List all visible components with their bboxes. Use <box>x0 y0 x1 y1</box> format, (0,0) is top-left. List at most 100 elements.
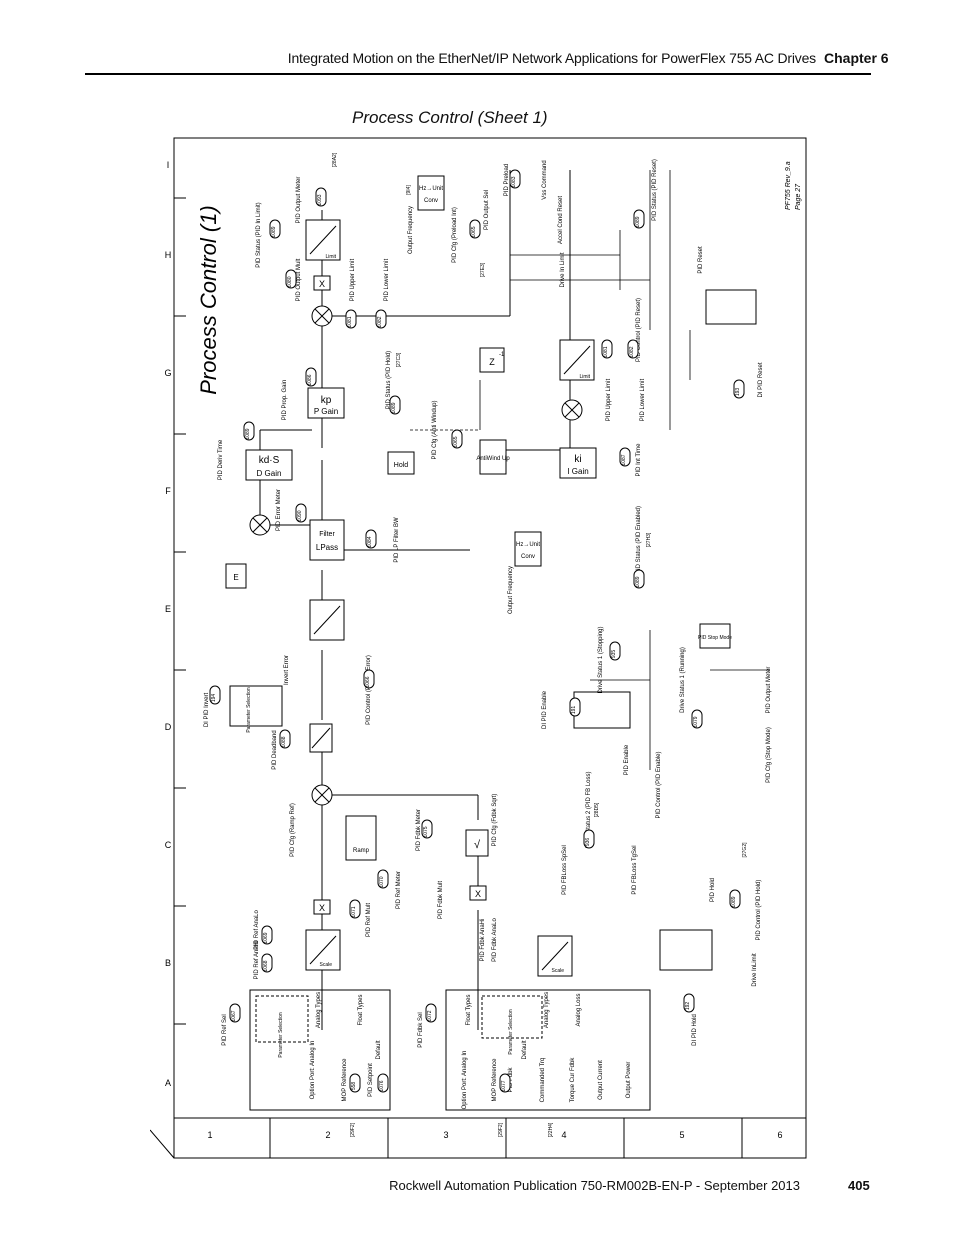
pid-status-in-limit-label: PID Status (PID In Limit) <box>256 202 262 267</box>
pid-ref-sel-label: PID Ref Sel <box>222 1014 228 1045</box>
pid-cfg-stop-mode-label: PID Cfg (Stop Mode) <box>766 727 772 783</box>
pid-cfg-preload-label: PID Cfg (Preload Int) <box>452 207 458 263</box>
default-label: Default <box>376 1040 382 1059</box>
stop-mode-box: PID Stop Mode <box>698 623 732 649</box>
pid-control-num-1: 1066 <box>365 676 371 687</box>
pid-setpoint-num: 1076 <box>379 1080 385 1091</box>
accel-cond-reset-label: Accel Cond Reset <box>558 196 564 244</box>
output-power-label: Output Power <box>626 1062 632 1099</box>
commanded-trq-label: Commanded Trq <box>540 1058 546 1103</box>
cross-refs: [28A2] [27E3] [27H3] [27G2] [27C3] [28D5… <box>332 152 748 1137</box>
pid-lp-filter-bw-num: 1084 <box>367 536 373 547</box>
xref-fb-loss: [28D5] <box>594 802 600 817</box>
ramp-block: Ramp <box>345 815 377 861</box>
di-pid-invert-label: DI PID Invert <box>204 692 210 727</box>
hz-unit-label-2: Hz→Unit <box>419 186 443 192</box>
lpass-filter-block: Filter LPass <box>309 519 345 561</box>
grid-row-C: C <box>165 840 172 850</box>
pid-output-sel-right-num: 1079 <box>693 716 699 727</box>
pid-fdbk-meter-label: PID Fdbk Meter <box>416 809 422 851</box>
pid-control-hold-label: PID Control (PID Hold) <box>756 880 762 941</box>
di-pid-reset-num: 193 <box>735 388 741 397</box>
pid-lower-limit-int-num: 1082 <box>629 346 635 357</box>
pid-status-hold-label: PID Status (PID Hold) <box>386 351 392 409</box>
pid-preload-num: 1083 <box>511 176 517 187</box>
d-gain-label: D Gain <box>257 469 282 478</box>
fdbk-scale-label: Scale <box>551 968 564 974</box>
pid-output-mult-label: PID Output Mult <box>296 258 302 301</box>
pid-fdbk-mult-label: PID Fdbk Mult <box>438 881 444 919</box>
xref-output-freq: [9I4] <box>406 185 412 195</box>
diagram-page-ref: Page 27 <box>795 183 802 210</box>
diagram-title: Process Control (1) <box>196 205 221 395</box>
pid-ref-meter-num: 1070 <box>379 876 385 887</box>
drive-status-running-label: Drive Status 1 (Running) <box>680 647 686 713</box>
e-inverse-block: E <box>225 563 247 589</box>
integral-limit-label: Limit <box>579 374 590 380</box>
ref-param-selection: Parameter Selection <box>278 1012 284 1058</box>
header-chapter: Chapter 6 <box>824 50 889 66</box>
pid-status-num-1: 1089 <box>271 226 277 237</box>
hold-label: Hold <box>394 462 409 469</box>
pid-prop-gain-num: 1086 <box>307 374 313 385</box>
pid-error-meter-num: 1090 <box>297 510 303 521</box>
xref-mop: [29F2] <box>350 1122 356 1137</box>
pid-hold-num: 1089 <box>731 896 737 907</box>
pid-deadband-label: PID Deadband <box>272 730 278 769</box>
pid-control-enable-label: PID Control (PID Enable) <box>656 751 662 818</box>
grid-col-5: 5 <box>679 1130 684 1140</box>
option-port-analog-in-2-label: Option Port: Analog In <box>462 1051 468 1110</box>
pid-cfg-fdbk-sqrt-label: PID Cfg (Fdbk Sqrt) <box>492 794 498 847</box>
lpass-label: LPass <box>316 543 338 552</box>
kd-label: kd·S <box>259 455 280 466</box>
pid-status-enabled-label: PID Status (PID Enabled) <box>636 506 642 574</box>
pid-cfg-anti-windup-label: PID Cfg (Anti Windup) <box>432 400 438 459</box>
antiwindup-block: AntiWind Up <box>476 439 510 475</box>
pid-cfg-num-2: 1065 <box>471 226 477 237</box>
pid-output-sel-label: PID Output Sel <box>484 190 490 230</box>
invert-error-label: Invert Error <box>284 655 290 685</box>
conv-label-1: Conv <box>521 554 535 560</box>
pid-hold-label: PID Hold <box>710 878 716 902</box>
pid-ref-mult-label: PID Ref Mult <box>366 903 372 937</box>
grid-row-E: E <box>165 604 171 614</box>
fdbk-scale-block: Scale <box>537 935 573 977</box>
footer-page-number: 405 <box>848 1178 870 1193</box>
ref-scale-block: Scale <box>305 929 341 971</box>
xref-commanded-trq: [22H4] <box>548 1122 554 1137</box>
analog-types-label: Analog Types <box>316 992 322 1028</box>
di-pid-hold-num: 192 <box>685 1002 691 1011</box>
fdbk-mult-x: X <box>475 889 481 899</box>
di-pid-enable-num: 191 <box>571 706 577 715</box>
hold-block: Hold <box>387 451 415 475</box>
pid-upper-limit-int-label: PID Upper Limit <box>606 379 612 422</box>
drive-status-stopping-label: Drive Status 1 (Stopping) <box>598 626 604 693</box>
drive-status-1-num: 935 <box>611 650 617 659</box>
grid-col-3: 3 <box>443 1130 448 1140</box>
hold-selector-box <box>659 929 713 971</box>
pid-fdbk-num: 1077 <box>501 1080 507 1091</box>
pid-output-meter-num: 1093 <box>317 194 323 205</box>
xref-output-meter: [28A2] <box>332 152 338 167</box>
pid-ref-anahi-num: 1068 <box>263 960 269 971</box>
drive-status-fbloss-label: Drive Status 2 (PID FB Loss) <box>586 771 592 848</box>
di-pid-invert-num: 194 <box>211 694 217 703</box>
pid-reset-label: PID Reset <box>698 246 704 274</box>
z-label: Z <box>489 357 495 367</box>
drive-inlimit-hold-label: Drive InLimit <box>752 953 758 987</box>
analog-loss-label: Analog Loss <box>576 993 582 1026</box>
di-pid-reset-label: DI PID Reset <box>758 362 764 397</box>
i-gain-label: I Gain <box>567 467 588 476</box>
pid-output-meter-label: PID Output Meter <box>296 177 302 224</box>
ramp-label: Ramp <box>353 848 370 854</box>
i-gain-block: ki I Gain <box>559 447 597 479</box>
pid-status-num-2: 1089 <box>391 402 397 413</box>
fdbk-param-selection: Parameter Selection <box>508 1009 514 1055</box>
output-current-label: Output Current <box>598 1060 604 1100</box>
p-gain-label: P Gain <box>314 407 338 416</box>
pid-lower-limit-label: PID Lower Limit <box>384 259 390 302</box>
option-port-analog-in-label: Option Port: Analog In <box>310 1041 316 1100</box>
output-frequency-label-1: Output Frequency <box>408 206 414 254</box>
ref-selector-box: Parameter Selection <box>249 989 391 1111</box>
drive-status-2-num: 936 <box>585 838 591 847</box>
